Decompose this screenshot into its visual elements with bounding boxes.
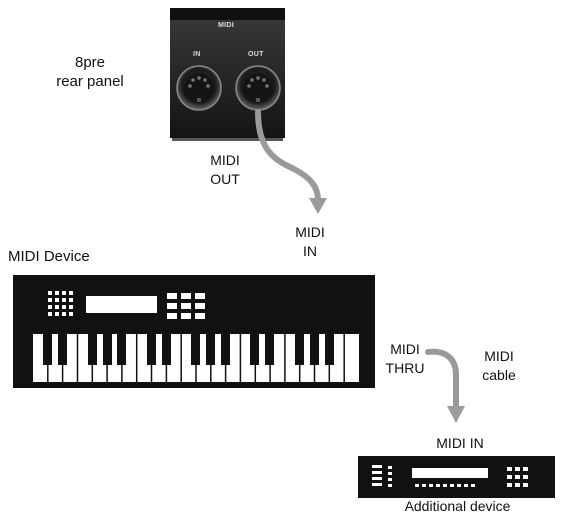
display-screen [86, 296, 157, 313]
midi-out-label: MIDI OUT [210, 152, 240, 187]
midi-cable-thru-to-additional [425, 348, 465, 423]
arrow-head-icon [447, 406, 465, 423]
midi-device-title: MIDI Device [8, 248, 90, 265]
display-screen [412, 468, 488, 478]
button-grid-right [167, 293, 205, 319]
midi-in-port [176, 65, 222, 111]
panel-header-label: MIDI [218, 22, 234, 29]
additional-device-label: Additional device [404, 498, 511, 514]
panel-caption: 8pre rear panel [56, 54, 124, 90]
button-grid-left [48, 291, 73, 316]
arrow-head-icon [309, 198, 327, 214]
additional-device [358, 456, 555, 498]
piano-keys [33, 334, 359, 382]
port-in-label: IN [193, 51, 201, 58]
midi-thru-label: MIDI THRU [385, 341, 425, 376]
midi-cable-label: MIDI cable [482, 348, 516, 383]
rear-panel [170, 8, 285, 141]
port-out-label: OUT [248, 51, 264, 58]
midi-in-additional-label: MIDI IN [436, 435, 484, 451]
midi-device-keyboard [13, 275, 375, 388]
midi-out-port [235, 65, 281, 111]
midi-in-label: MIDI IN [295, 224, 325, 259]
midi-cable-out-to-device [255, 109, 327, 214]
